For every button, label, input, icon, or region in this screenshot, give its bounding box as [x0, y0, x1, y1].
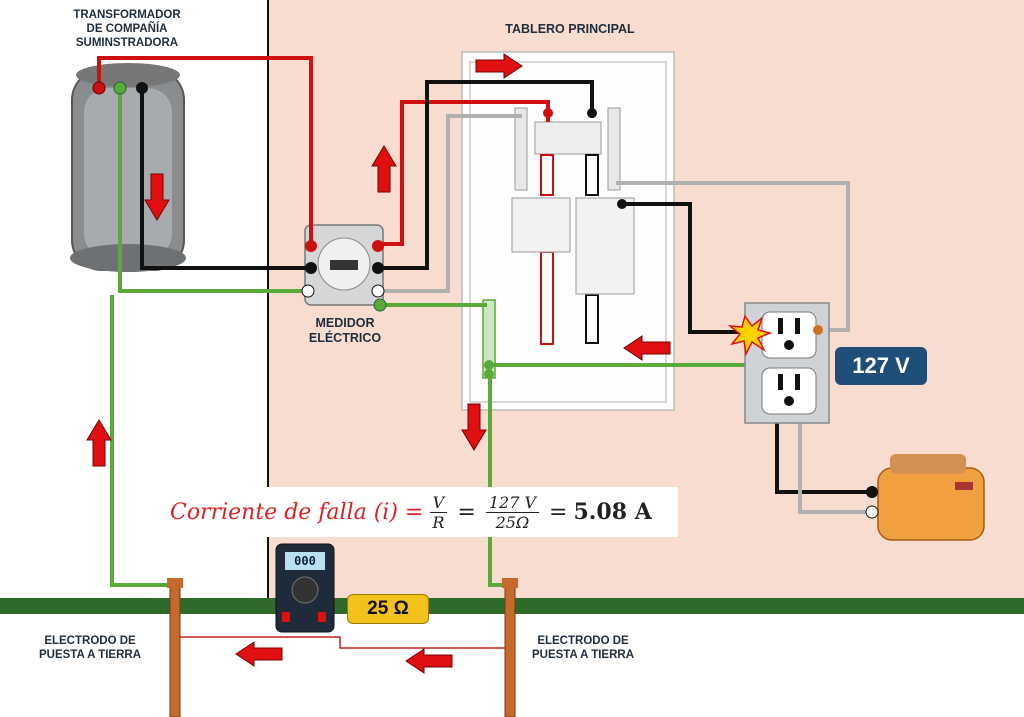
electrode-left-icon: [167, 578, 183, 717]
formula-num: 127 V: [485, 493, 540, 513]
formula-den: 25Ω: [495, 512, 530, 532]
earth-current-path: [180, 636, 505, 649]
formula-v: V: [429, 493, 448, 513]
transformer-icon: [70, 63, 186, 272]
electrode-right-line1: ELECTRODO DE: [537, 635, 629, 647]
meter-icon: [304, 224, 384, 306]
multimeter-icon: [275, 543, 335, 633]
toaster-icon: [865, 454, 985, 541]
resistance-badge-text: 25 Ω: [367, 598, 409, 619]
voltage-badge-text: 127 V: [852, 353, 910, 378]
fault-current-formula: Corriente de falla (i) = V R = 127 V 25Ω…: [170, 487, 678, 537]
formula-values: 127 V 25Ω: [485, 493, 540, 532]
transformer-label-line1: TRANSFORMADOR: [73, 9, 181, 21]
meter-label-line2: ELÉCTRICO: [308, 331, 382, 345]
meter-label: MEDIDOR ELÉCTRICO: [290, 316, 400, 346]
formula-v-over-r: V R: [429, 493, 448, 532]
formula-eq: =: [457, 499, 476, 525]
formula-r: R: [432, 512, 445, 532]
electrode-right-icon: [502, 578, 518, 717]
outlet-icon: [743, 302, 830, 424]
multimeter-display-text: 000: [294, 554, 316, 568]
panel-label-text: TABLERO PRINCIPAL: [505, 22, 635, 36]
resistance-badge: 25 Ω: [347, 594, 429, 624]
electrode-left-line1: ELECTRODO DE: [44, 635, 136, 647]
multimeter-display: 000: [286, 553, 324, 569]
formula-eq-2: =: [549, 499, 568, 525]
terminals: [92, 81, 627, 379]
transformer-label-line2: DE COMPAÑÍA: [86, 22, 168, 35]
electrode-right-line2: PUESTA A TIERRA: [531, 648, 634, 661]
voltage-badge: 127 V: [835, 347, 927, 385]
transformer-label-line3: SUMINSTRADORA: [75, 36, 179, 49]
formula-lhs: Corriente de falla (i) =: [170, 499, 424, 525]
transformer-label: TRANSFORMADOR DE COMPAÑÍA SUMINSTRADORA: [52, 9, 202, 50]
spark-icon: [727, 314, 773, 357]
panel-label: TABLERO PRINCIPAL: [490, 22, 650, 37]
meter-label-line1: MEDIDOR: [315, 316, 375, 330]
formula-result: 5.08 A: [573, 499, 652, 525]
gray-wire: [380, 114, 872, 514]
electrode-right-label: ELECTRODO DE PUESTA A TIERRA: [518, 635, 648, 663]
electrode-left-line2: PUESTA A TIERRA: [38, 648, 141, 661]
electrode-left-label: ELECTRODO DE PUESTA A TIERRA: [30, 635, 150, 663]
